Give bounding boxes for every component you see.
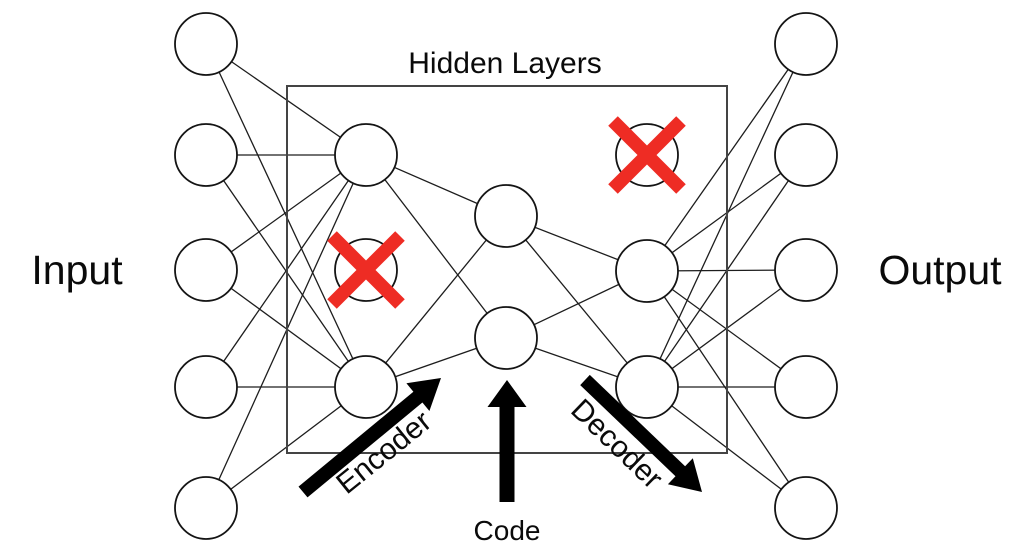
code-arrow-icon xyxy=(487,380,527,502)
output-layer-node xyxy=(774,476,838,540)
output-layer-node xyxy=(774,12,838,76)
code-layer-node xyxy=(474,184,538,248)
output-layer-node xyxy=(774,238,838,302)
output-layer-node xyxy=(774,123,838,187)
input-layer-node xyxy=(174,123,238,187)
decoder-arrow-icon xyxy=(580,374,702,492)
encoder-hidden-layer-node xyxy=(334,355,398,419)
connection-edge xyxy=(505,215,648,388)
connection-edge xyxy=(365,154,507,339)
encoder-hidden-layer-node xyxy=(334,123,398,187)
output-label: Output xyxy=(878,247,1002,293)
dropout-x-icon xyxy=(608,116,686,194)
encoder-arrow-icon xyxy=(298,378,441,498)
output-layer-node xyxy=(774,355,838,419)
input-layer-node xyxy=(174,476,238,540)
hidden-layers-title: Hidden Layers xyxy=(408,47,601,80)
dropout-x-icon xyxy=(327,231,405,309)
input-layer-node xyxy=(174,238,238,302)
input-layer-node xyxy=(174,12,238,76)
dropout-crosses xyxy=(327,116,686,309)
connection-edge xyxy=(365,215,507,388)
input-label: Input xyxy=(31,247,123,293)
code-label: Code xyxy=(474,515,541,544)
decoder-hidden-layer-node xyxy=(615,355,679,419)
decoder-hidden-layer-node xyxy=(615,239,679,303)
code-layer-node xyxy=(474,306,538,370)
input-layer-node xyxy=(174,355,238,419)
